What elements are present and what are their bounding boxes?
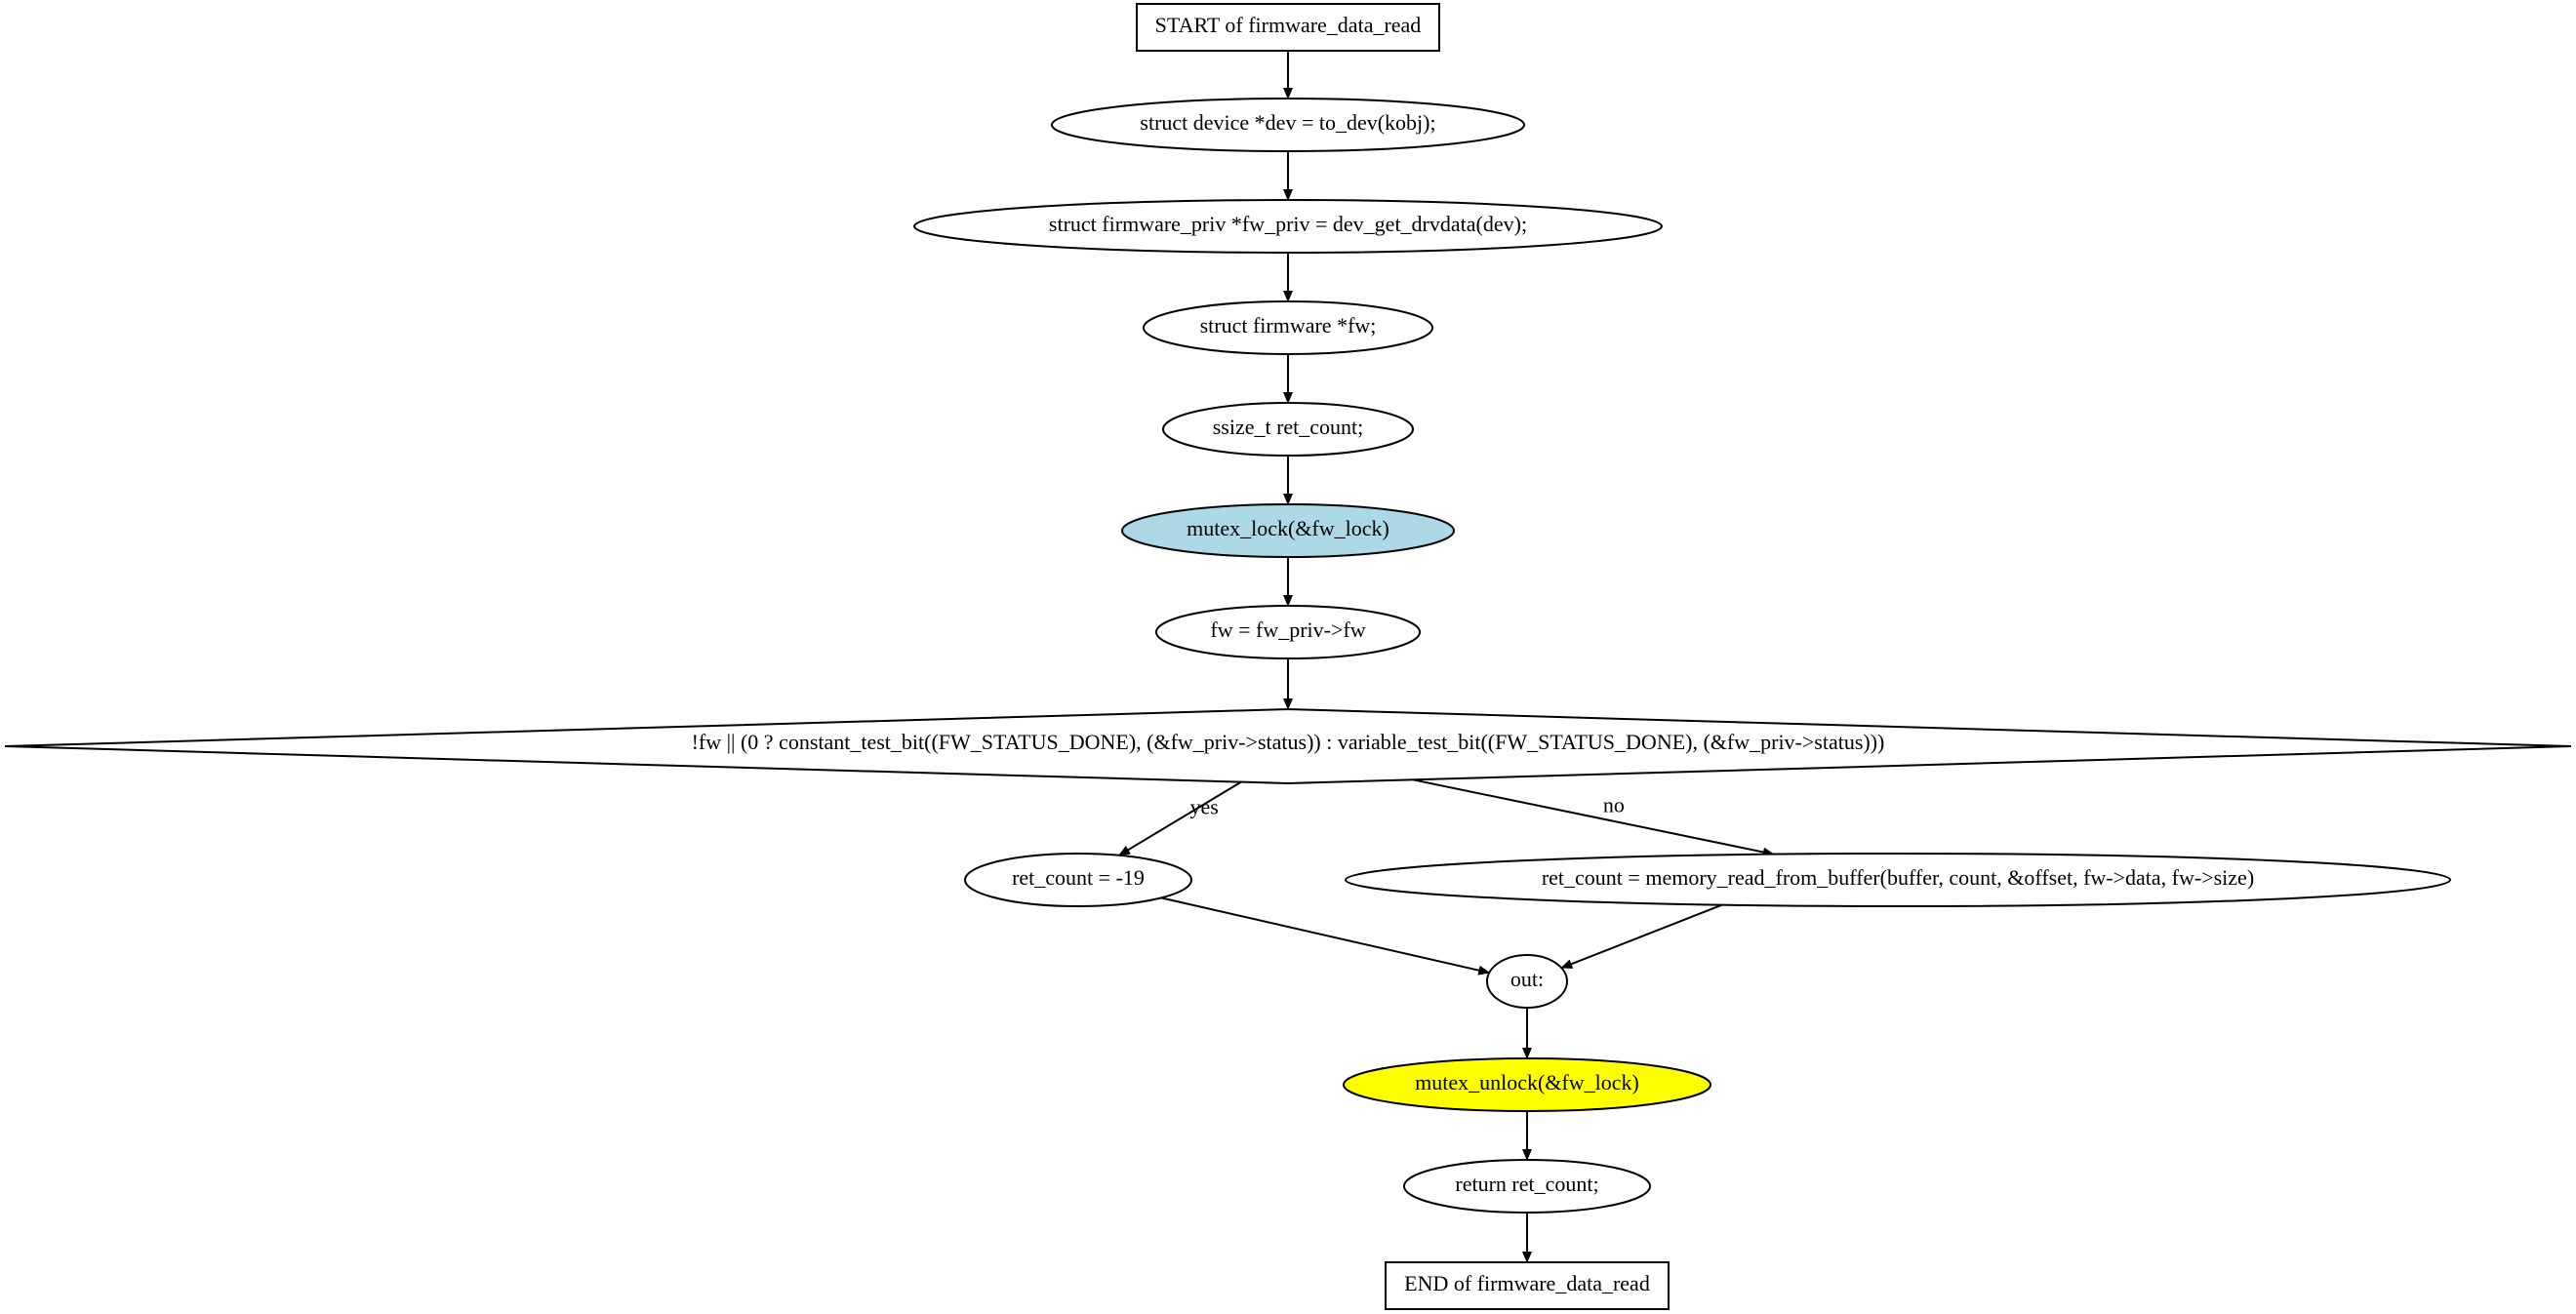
cond-diamond-shape — [4, 707, 2572, 785]
end-box-shape — [1385, 1261, 1670, 1310]
node-unlock: mutex_unlock(&fw_lock) — [1343, 1057, 1711, 1112]
edge-label-yes: yes — [1189, 794, 1218, 818]
fw_assign-label: fw = fw_priv->fw — [1210, 617, 1365, 642]
node-end: END of firmware_data_read — [1385, 1261, 1670, 1310]
edge-cond-to-ret_err — [1118, 780, 1242, 856]
ret_stmt-label: return ret_count; — [1455, 1172, 1598, 1196]
node-ret_decl: ssize_t ret_count; — [1162, 402, 1414, 457]
fw_priv-label: struct firmware_priv *fw_priv = dev_get_… — [1049, 212, 1527, 236]
end-label: END of firmware_data_read — [1404, 1271, 1650, 1295]
ret_err-label: ret_count = -19 — [1012, 865, 1145, 890]
dev-ellipse-shape — [1051, 98, 1525, 152]
start-label: START of firmware_data_read — [1155, 13, 1422, 37]
lock-label: mutex_lock(&fw_lock) — [1187, 516, 1389, 540]
lock-ellipse-shape — [1121, 503, 1455, 558]
unlock-label: mutex_unlock(&fw_lock) — [1415, 1070, 1639, 1095]
fw_decl-ellipse-shape — [1143, 300, 1433, 355]
node-fw_assign: fw = fw_priv->fw — [1155, 605, 1421, 659]
ret_decl-ellipse-shape — [1162, 402, 1414, 457]
start-box-shape — [1136, 3, 1440, 52]
node-fw_priv: struct firmware_priv *fw_priv = dev_get_… — [913, 199, 1663, 254]
ret_read-ellipse-shape — [1345, 853, 2451, 907]
node-out: out: — [1486, 954, 1568, 1009]
node-start: START of firmware_data_read — [1136, 3, 1440, 52]
ret_decl-label: ssize_t ret_count; — [1213, 415, 1364, 439]
node-ret_err: ret_count = -19 — [964, 853, 1192, 907]
node-dev: struct device *dev = to_dev(kobj); — [1051, 98, 1525, 152]
edge-ret_read-to-out — [1560, 903, 1723, 970]
node-fw_decl: struct firmware *fw; — [1143, 300, 1433, 355]
edge-cond-to-ret_read — [1412, 778, 1775, 857]
dev-label: struct device *dev = to_dev(kobj); — [1140, 110, 1435, 135]
node-ret_stmt: return ret_count; — [1403, 1159, 1651, 1214]
edge-ret_err-to-out — [1160, 896, 1491, 976]
fw_decl-label: struct firmware *fw; — [1200, 313, 1377, 338]
edge-label-no: no — [1603, 793, 1625, 817]
ret_stmt-ellipse-shape — [1403, 1159, 1651, 1214]
node-ret_read: ret_count = memory_read_from_buffer(buff… — [1345, 853, 2451, 907]
out-label: out: — [1510, 967, 1544, 991]
ret_err-ellipse-shape — [964, 853, 1192, 907]
fw_priv-ellipse-shape — [913, 199, 1663, 254]
cond-label: !fw || (0 ? constant_test_bit((FW_STATUS… — [692, 730, 1885, 754]
out-ellipse-shape — [1486, 954, 1568, 1009]
unlock-ellipse-shape — [1343, 1057, 1711, 1112]
fw_assign-ellipse-shape — [1155, 605, 1421, 659]
node-cond: !fw || (0 ? constant_test_bit((FW_STATUS… — [4, 707, 2572, 785]
node-lock: mutex_lock(&fw_lock) — [1121, 503, 1455, 558]
ret_read-label: ret_count = memory_read_from_buffer(buff… — [1542, 865, 2254, 890]
